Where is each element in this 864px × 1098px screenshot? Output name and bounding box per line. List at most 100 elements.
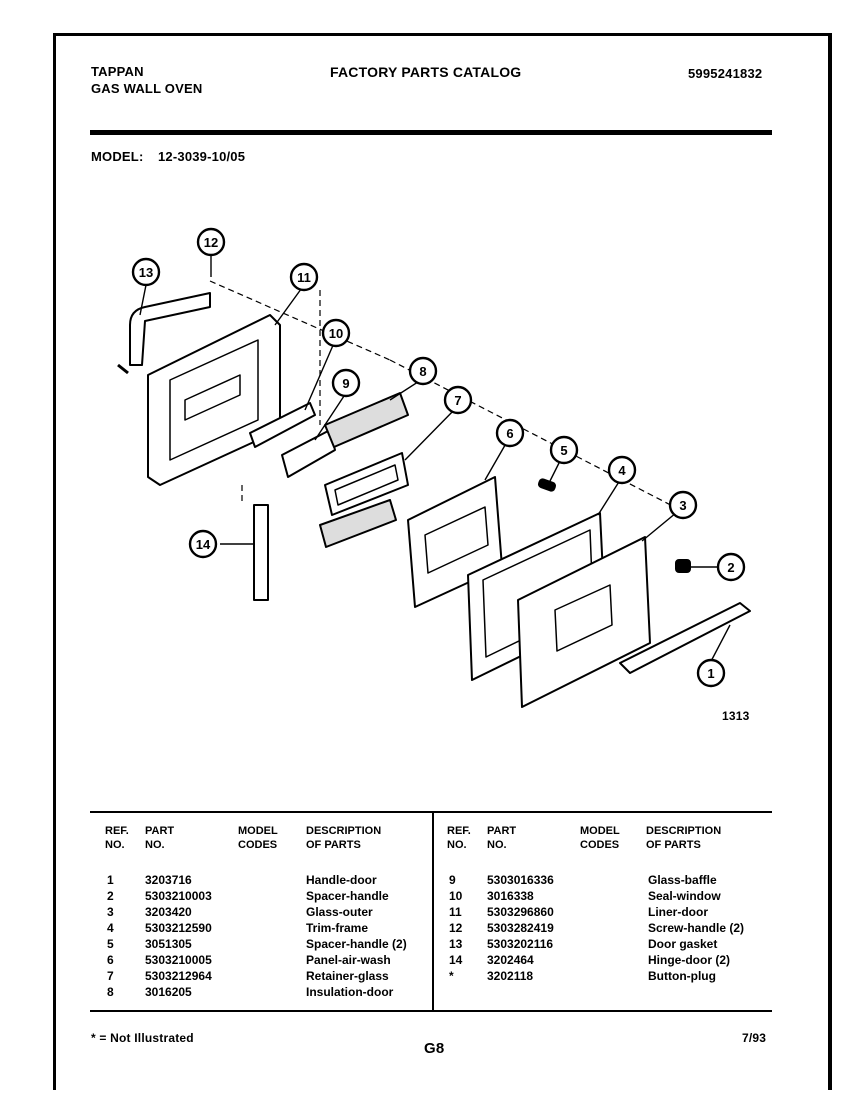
col-header-part-right: PART NO. <box>487 825 517 851</box>
cell-ref: 10 <box>449 889 463 903</box>
cell-desc: Screw-handle (2) <box>648 921 745 935</box>
cell-part: 5303212590 <box>145 921 212 935</box>
insulation-door-part <box>324 392 409 448</box>
callout-6: 6 <box>495 418 525 448</box>
cell-part: 3203716 <box>145 873 192 887</box>
exploded-parts-diagram: 13 12 11 10 9 8 7 6 5 4 3 2 1 14 <box>117 227 751 708</box>
svg-text:12: 12 <box>204 235 218 250</box>
callout-8: 8 <box>408 356 438 386</box>
cell-part: 3051305 <box>145 937 192 951</box>
cell-part: 5303202116 <box>487 937 554 951</box>
callout-2: 2 <box>716 552 746 582</box>
product-name: GAS WALL OVEN <box>91 81 203 96</box>
cell-desc: Door gasket <box>648 937 718 951</box>
hinge-door-part <box>253 504 269 601</box>
cell-ref: 13 <box>449 937 463 951</box>
catalog-title: FACTORY PARTS CATALOG <box>330 64 522 80</box>
callout-10: 10 <box>321 318 351 348</box>
callout-13: 13 <box>131 257 161 287</box>
brand: TAPPAN <box>91 64 144 79</box>
cell-ref: 9 <box>449 873 456 887</box>
cell-desc: Panel-air-wash <box>306 953 391 967</box>
cell-ref: 3 <box>107 905 114 919</box>
seal-window-part <box>249 402 316 448</box>
svg-text:14: 14 <box>196 537 211 552</box>
svg-text:11: 11 <box>297 270 311 285</box>
cell-desc: Hinge-door (2) <box>648 953 730 967</box>
svg-text:4: 4 <box>618 463 626 478</box>
cell-ref: * <box>449 969 454 983</box>
col-header-part: PART NO. <box>145 825 175 851</box>
cell-desc: Liner-door <box>648 905 708 919</box>
cell-ref: 2 <box>107 889 114 903</box>
col-header-desc-right: DESCRIPTION OF PARTS <box>646 825 722 851</box>
handle-door-part <box>619 602 751 674</box>
cell-desc: Glass-outer <box>306 905 373 919</box>
callout-5: 5 <box>549 435 579 465</box>
cell-ref: 12 <box>449 921 463 935</box>
model-number: 12-3039-10/05 <box>158 149 246 164</box>
callout-9: 9 <box>331 368 361 398</box>
svg-text:8: 8 <box>419 364 426 379</box>
table-bottom-rule <box>90 1010 772 1012</box>
page-number: G8 <box>424 1040 445 1057</box>
callout-4: 4 <box>607 455 637 485</box>
col-header-ref: REF. NO. <box>105 825 129 851</box>
col-header-ref-right: REF. NO. <box>447 825 471 851</box>
cell-part: 3203420 <box>145 905 192 919</box>
header-rule <box>90 130 772 135</box>
svg-text:9: 9 <box>342 376 349 391</box>
cell-desc: Handle-door <box>306 873 377 887</box>
cell-part: 3202464 <box>487 953 534 967</box>
cell-desc: Spacer-handle <box>306 889 389 903</box>
svg-text:7: 7 <box>454 393 461 408</box>
model-label: MODEL: <box>91 149 144 164</box>
cell-part: 3202118 <box>487 969 534 983</box>
glass-outer-part <box>517 536 651 708</box>
cell-part: 5303296860 <box>487 905 554 919</box>
col-header-model: MODEL CODES <box>238 825 278 851</box>
footnote: * = Not Illustrated <box>91 1031 194 1045</box>
svg-text:3: 3 <box>679 498 686 513</box>
cell-desc: Retainer-glass <box>306 969 389 983</box>
col-header-desc: DESCRIPTION OF PARTS <box>306 825 382 851</box>
col-header-model-right: MODEL CODES <box>580 825 620 851</box>
cell-desc: Glass-baffle <box>648 873 717 887</box>
cell-part: 5303016336 <box>487 873 554 887</box>
cell-ref: 11 <box>449 905 462 919</box>
cell-part: 5303210005 <box>145 953 212 967</box>
retainer-glass-part <box>324 452 409 516</box>
page-border <box>53 33 832 1090</box>
table-divider <box>432 813 434 1011</box>
cell-ref: 1 <box>107 873 114 887</box>
cell-desc: Trim-frame <box>306 921 369 935</box>
cell-part: 5303210003 <box>145 889 212 903</box>
cell-part: 5303212964 <box>145 969 212 983</box>
cell-desc: Insulation-door <box>306 985 394 999</box>
svg-text:1: 1 <box>707 666 714 681</box>
cell-ref: 6 <box>107 953 114 967</box>
cell-desc: Spacer-handle (2) <box>306 937 407 951</box>
callout-7: 7 <box>443 385 473 415</box>
callout-11: 11 <box>289 262 319 292</box>
svg-text:6: 6 <box>506 426 513 441</box>
callout-14: 14 <box>188 529 218 559</box>
svg-text:10: 10 <box>329 326 343 341</box>
svg-text:13: 13 <box>139 265 153 280</box>
glass-baffle-part <box>281 429 336 478</box>
callout-3: 3 <box>668 490 698 520</box>
cell-ref: 8 <box>107 985 114 999</box>
figure-number: 1313 <box>722 709 750 723</box>
door-gasket-part <box>129 292 211 366</box>
liner-door-part <box>147 314 281 486</box>
catalog-number: 5995241832 <box>688 66 763 81</box>
cell-ref: 14 <box>449 953 463 967</box>
svg-text:2: 2 <box>727 560 734 575</box>
callout-12: 12 <box>196 227 226 257</box>
cell-part: 5303282419 <box>487 921 554 935</box>
cell-ref: 4 <box>107 921 114 935</box>
cell-desc: Seal-window <box>648 889 721 903</box>
cell-ref: 5 <box>107 937 114 951</box>
table-top-rule <box>90 811 772 813</box>
revision-date: 7/93 <box>742 1031 767 1045</box>
